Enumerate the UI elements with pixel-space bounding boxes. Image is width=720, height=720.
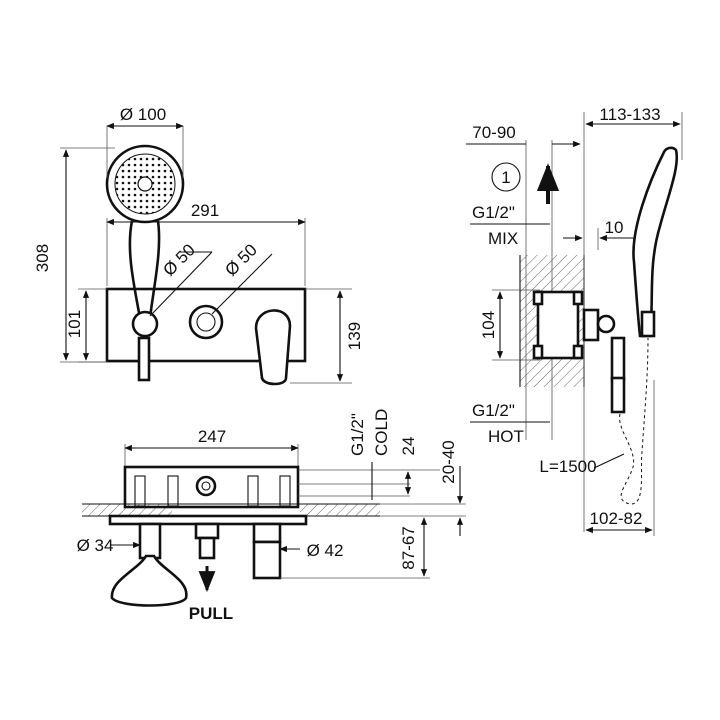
dim-overall-height: 308	[33, 244, 52, 272]
dim-hose-projection: 113-133	[599, 105, 660, 124]
dim-outlet-diameter: Ø 34	[77, 536, 114, 555]
dim-plate-height: 139	[345, 322, 364, 350]
hot-label: HOT	[488, 427, 524, 446]
dim-box-height: 104	[479, 311, 498, 339]
hot-thread-label: G1/2"	[472, 401, 515, 420]
handshower-head	[105, 144, 185, 320]
marker-circle	[491, 162, 521, 192]
mixer-lever	[254, 309, 292, 386]
dim-body-width: 291	[191, 201, 219, 220]
dim-valve-height: 101	[65, 310, 84, 338]
dim-mix-offset: 70-90	[472, 123, 515, 142]
mix-label: MIX	[488, 229, 518, 248]
dim-projection: 87-67	[399, 526, 418, 569]
dim-wall-depth: 20-40	[439, 440, 458, 483]
concealed-box	[123, 465, 300, 509]
dim-wall-gap: 10	[605, 218, 624, 237]
hose-length-label: L=1500	[539, 457, 596, 476]
cold-thread-label: G1/2"	[348, 413, 367, 456]
wall-plate	[105, 287, 307, 363]
cold-label: COLD	[372, 409, 391, 456]
dim-bottom-projection: 102-82	[590, 509, 643, 528]
dim-lever-diameter: Ø 42	[307, 541, 344, 560]
handshower-side	[632, 146, 679, 338]
side-view: 113-133 70-90 1 G1/2" MIX 10 104	[466, 105, 683, 536]
pull-label: PULL	[189, 604, 233, 623]
top-view: 247 PULL Ø 34 Ø 42	[77, 409, 466, 623]
mix-thread-label: G1/2"	[472, 203, 515, 222]
diverter-knob	[188, 304, 224, 340]
marker-label: 1	[501, 168, 510, 187]
dim-box-width: 247	[198, 427, 226, 446]
dim-knob2-diameter: Ø 50	[221, 240, 260, 279]
dim-handshower-diameter: Ø 100	[120, 105, 166, 124]
dim-knob1-diameter: Ø 50	[159, 240, 198, 279]
front-view: 308 Ø 100 291 Ø 50 Ø 50 101	[33, 105, 364, 386]
dim-cold-offset: 24	[399, 437, 418, 456]
